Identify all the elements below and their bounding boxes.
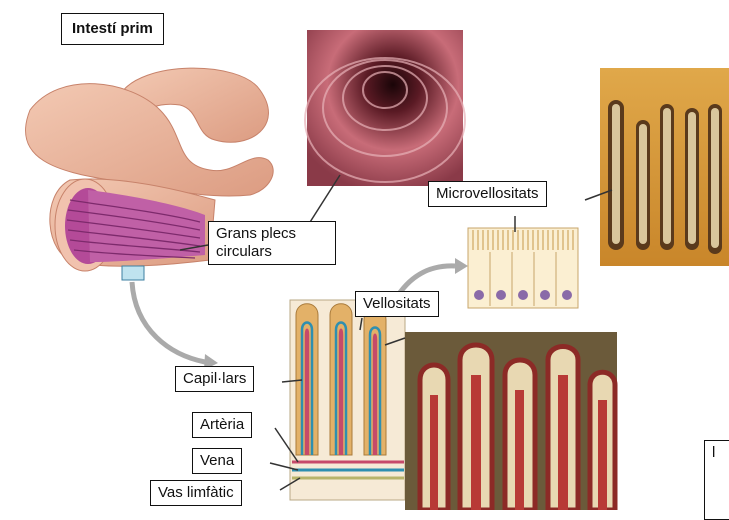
vena-label: Vena	[192, 448, 242, 474]
endoscopy-photo	[305, 30, 465, 186]
arteria-label: Artèria	[192, 412, 252, 438]
vellositats-label: Vellositats	[355, 291, 439, 317]
microvilli-cells-drawing	[468, 228, 578, 308]
corner-label-fragment: l	[704, 440, 729, 520]
arrow-to-villi	[132, 282, 205, 362]
villi-sem-photo	[405, 332, 617, 510]
microvellositats-label: Microvellositats	[428, 181, 547, 207]
villi-schematic	[290, 300, 405, 500]
micrograph-villi	[600, 68, 729, 266]
grans-plecs-circulars-label: Grans plecs circulars	[208, 221, 336, 265]
title-label: Intestí prim	[61, 13, 164, 45]
vas-limfatic-label: Vas limfàtic	[150, 480, 242, 506]
capil-lars-label: Capil·lars	[175, 366, 254, 392]
